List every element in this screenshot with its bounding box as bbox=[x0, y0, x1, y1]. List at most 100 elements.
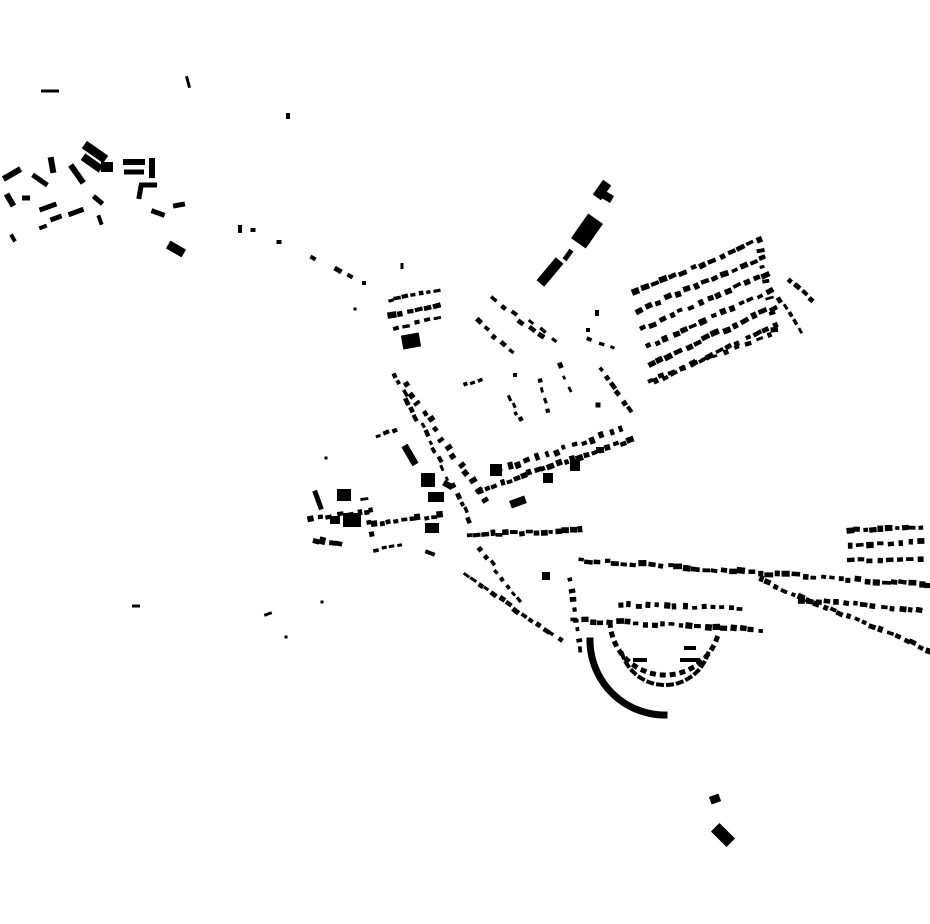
building-footprint bbox=[768, 304, 779, 313]
building-footprint bbox=[504, 600, 513, 608]
building-footprint bbox=[425, 523, 439, 533]
building-footprint bbox=[468, 476, 478, 485]
building-footprint bbox=[490, 529, 496, 537]
building-footprint bbox=[697, 261, 707, 270]
building-footprint bbox=[533, 452, 541, 461]
building-footprint bbox=[139, 182, 157, 188]
building-footprint bbox=[423, 317, 431, 323]
building-footprint bbox=[461, 468, 470, 478]
building-footprint bbox=[680, 658, 700, 662]
building-footprint bbox=[678, 623, 684, 628]
building-footprint bbox=[391, 372, 398, 379]
building-footprint bbox=[67, 206, 85, 218]
building-footprint bbox=[525, 529, 533, 534]
building-footprint bbox=[692, 667, 701, 677]
building-footprint bbox=[536, 257, 564, 287]
building-footprint bbox=[758, 628, 764, 634]
building-footprint bbox=[682, 284, 692, 293]
building-footprint bbox=[644, 342, 652, 349]
building-footprint bbox=[762, 278, 770, 284]
building-footprint bbox=[872, 579, 881, 586]
building-footprint bbox=[704, 650, 711, 660]
building-footprint bbox=[391, 427, 398, 434]
building-footprint bbox=[710, 312, 718, 319]
building-footprint bbox=[306, 515, 315, 523]
building-footprint bbox=[555, 528, 563, 535]
building-footprint bbox=[433, 315, 442, 321]
building-footprint bbox=[623, 659, 631, 669]
building-footprint bbox=[790, 592, 797, 598]
building-footprint bbox=[731, 267, 739, 274]
building-footprint bbox=[527, 617, 534, 624]
building-footprint bbox=[513, 373, 517, 377]
building-footprint bbox=[739, 625, 747, 632]
building-footprint bbox=[402, 380, 411, 388]
building-footprint bbox=[889, 605, 895, 612]
building-footprint bbox=[411, 413, 419, 423]
building-footprint bbox=[719, 625, 728, 631]
building-footprint bbox=[91, 194, 105, 206]
building-footprint bbox=[736, 566, 746, 575]
building-footprint bbox=[400, 332, 422, 350]
building-footprint bbox=[612, 440, 620, 447]
building-footprint bbox=[697, 317, 708, 327]
building-footprint bbox=[513, 460, 522, 470]
building-footprint bbox=[597, 430, 605, 439]
building-footprint bbox=[606, 687, 615, 696]
building-footprint bbox=[595, 402, 601, 408]
building-footprint bbox=[907, 606, 913, 613]
building-footprint bbox=[425, 289, 431, 295]
building-footprint bbox=[413, 399, 421, 407]
building-footprint bbox=[607, 621, 613, 629]
building-footprint bbox=[542, 397, 548, 404]
building-footprint bbox=[544, 450, 550, 458]
building-footprint bbox=[346, 511, 354, 517]
building-footprint bbox=[658, 274, 668, 284]
building-footprint bbox=[402, 323, 411, 329]
building-footprint bbox=[489, 590, 498, 599]
building-footprint bbox=[407, 391, 416, 400]
building-footprint bbox=[610, 561, 619, 567]
building-footprint bbox=[496, 466, 503, 472]
building-footprint bbox=[324, 514, 333, 520]
building-footprint bbox=[647, 377, 654, 384]
building-footprint bbox=[616, 696, 625, 705]
building-footprint bbox=[791, 571, 801, 577]
building-footprint bbox=[887, 541, 895, 547]
building-footprint bbox=[597, 676, 606, 685]
building-footprint bbox=[733, 344, 740, 350]
building-footprint bbox=[548, 630, 555, 637]
building-footprint bbox=[596, 447, 604, 453]
building-footprint bbox=[756, 248, 765, 254]
building-footprint bbox=[430, 446, 437, 454]
building-footprint bbox=[727, 248, 737, 256]
building-footprint bbox=[669, 671, 676, 678]
building-footprint bbox=[674, 290, 682, 298]
building-footprint bbox=[250, 228, 256, 232]
building-footprint bbox=[720, 567, 728, 573]
building-footprint bbox=[324, 456, 328, 460]
building-footprint bbox=[465, 516, 472, 525]
building-footprint bbox=[363, 509, 370, 516]
building-footprint bbox=[616, 618, 625, 624]
building-footprint bbox=[9, 233, 17, 243]
building-footprint bbox=[517, 416, 524, 423]
building-footprint bbox=[573, 618, 579, 623]
building-footprint bbox=[401, 293, 409, 300]
building-footprint bbox=[539, 465, 546, 472]
building-footprint bbox=[96, 214, 104, 226]
building-footprint bbox=[640, 282, 651, 292]
building-footprint bbox=[718, 253, 727, 261]
building-footprint bbox=[286, 113, 290, 119]
building-footprint bbox=[604, 558, 611, 563]
building-footprint bbox=[629, 667, 638, 677]
building-footprint bbox=[38, 201, 58, 213]
building-footprint bbox=[512, 474, 521, 482]
building-footprint bbox=[774, 570, 780, 577]
building-footprint bbox=[334, 540, 343, 547]
building-footprint bbox=[368, 531, 375, 538]
building-footprint bbox=[41, 89, 59, 93]
building-footprint bbox=[855, 542, 864, 548]
building-footprint bbox=[661, 374, 669, 382]
